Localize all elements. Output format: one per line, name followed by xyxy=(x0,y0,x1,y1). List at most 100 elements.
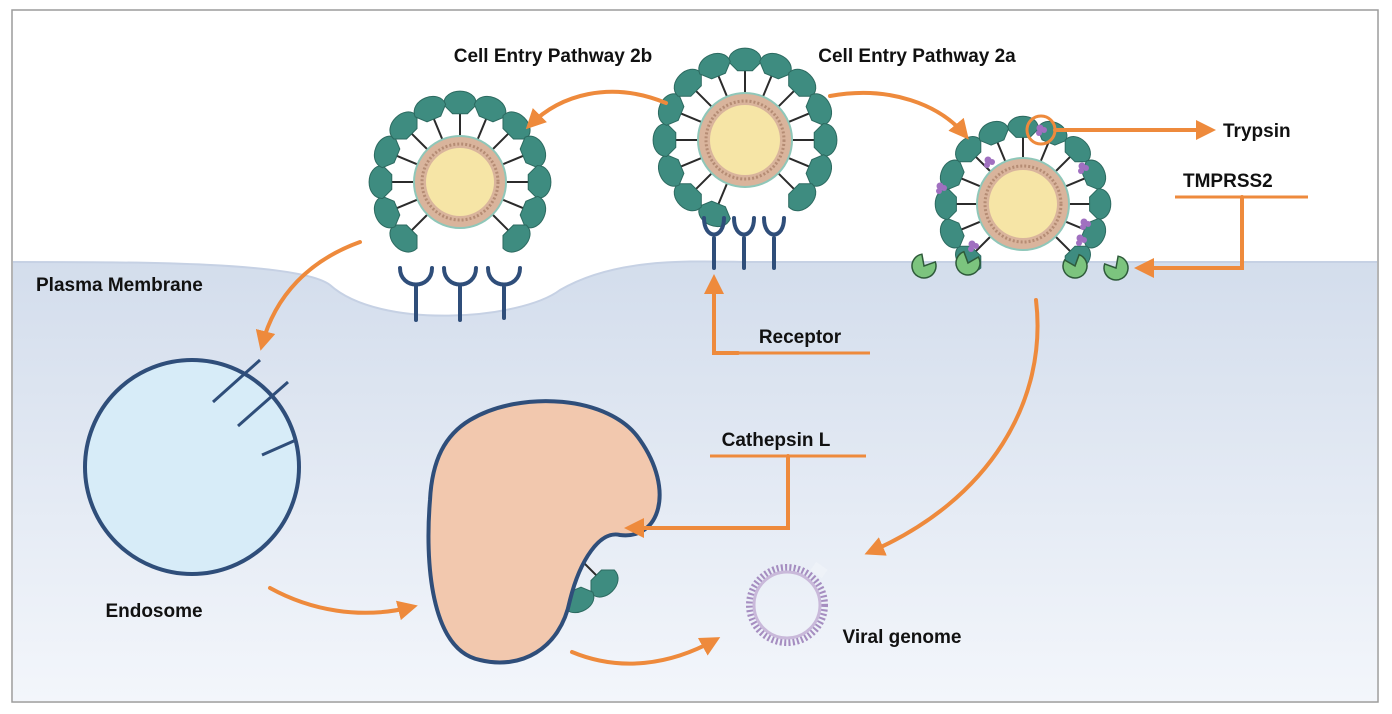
label-viral-genome: Viral genome xyxy=(843,627,962,648)
spike-head-icon xyxy=(502,224,531,253)
tmprss2-arrow xyxy=(1134,195,1244,278)
virion-ribbon xyxy=(420,142,500,222)
receptor-icon xyxy=(732,216,756,270)
arrows xyxy=(255,89,1040,666)
endosome-receptor-stalks xyxy=(212,358,297,457)
viral-genome xyxy=(746,561,828,646)
receptors-2a xyxy=(702,216,786,270)
arrow-to-2b xyxy=(525,89,668,130)
virion-core xyxy=(426,148,494,216)
cathepsin-callout xyxy=(624,454,866,538)
spike-head-icon xyxy=(590,569,619,598)
label-cathepsin-l: Cathepsin L xyxy=(722,430,831,451)
spike-head-icon xyxy=(673,68,702,97)
tmprss2-icon xyxy=(1062,253,1088,279)
label-endosome: Endosome xyxy=(105,601,202,622)
virion-ribbon xyxy=(983,164,1063,244)
trypsin-icon xyxy=(1081,237,1087,243)
trypsin-icon xyxy=(984,162,990,168)
spike-head-icon xyxy=(939,217,965,249)
receptor-icon xyxy=(398,266,434,322)
label-trypsin: Trypsin xyxy=(1223,121,1291,142)
trypsin-icon xyxy=(989,159,995,165)
spike-head-icon xyxy=(978,120,1010,146)
spike-head-icon xyxy=(519,195,547,229)
virion-pathway-2b xyxy=(368,90,552,253)
trypsin-icon xyxy=(1041,127,1047,133)
receptor-icon xyxy=(442,266,478,322)
spike-head-icon xyxy=(442,90,478,115)
genome-ring-inner xyxy=(752,570,822,640)
spike-head-icon xyxy=(652,122,677,158)
receptor-callout xyxy=(704,274,870,355)
trypsin-icon xyxy=(941,185,947,191)
spike-head-icon xyxy=(1064,136,1091,163)
cell-interior xyxy=(13,261,1377,701)
spike-head-icon xyxy=(373,195,401,229)
spike-head-icon xyxy=(759,52,792,80)
tmprss2-callout xyxy=(1134,195,1308,278)
spike-head-icon xyxy=(473,95,507,123)
trypsin-icon xyxy=(1078,168,1084,174)
spike-head-icon xyxy=(934,188,957,220)
label-receptor: Receptor xyxy=(759,327,842,348)
receptor-icon xyxy=(762,216,786,270)
label-tmprss2: TMPRSS2 xyxy=(1183,171,1273,192)
arrow-to-2a xyxy=(828,91,969,140)
spike-head-icon xyxy=(519,135,547,169)
virion-core xyxy=(989,170,1057,238)
spike-head-icon xyxy=(727,47,763,72)
trypsin-icon xyxy=(1085,221,1091,227)
trypsin-callout xyxy=(1025,114,1216,146)
spike-head-icon xyxy=(657,154,685,187)
label-pathway-2b: Cell Entry Pathway 2b xyxy=(454,46,653,67)
spike-head-icon xyxy=(788,68,817,97)
spike-head-icon xyxy=(1089,188,1112,220)
spike-head-icon xyxy=(413,95,447,123)
trypsin-icon xyxy=(936,188,942,194)
spike-head-icon xyxy=(673,183,702,212)
receptors-2b xyxy=(398,266,522,322)
trypsin-icon xyxy=(1036,130,1042,136)
spike-head-icon xyxy=(805,93,833,126)
trypsin-molecules xyxy=(936,124,1091,252)
arrow-endosome-to-lysosome xyxy=(268,586,418,621)
trypsin-icon xyxy=(968,246,974,252)
receptor-icon xyxy=(486,266,522,320)
tmprss2-icon xyxy=(1103,255,1129,281)
label-plasma-membrane: Plasma Membrane xyxy=(36,275,203,296)
tmprss2-icon xyxy=(955,250,981,276)
endosome-membrane xyxy=(83,358,301,576)
label-pathway-2a: Cell Entry Pathway 2a xyxy=(818,46,1016,67)
virion-top xyxy=(652,47,838,228)
cathepsin-arrow xyxy=(624,454,790,538)
arrow-lysosome-to-genome xyxy=(570,637,721,666)
spike-head-icon xyxy=(389,111,418,140)
trypsin-icon xyxy=(1080,224,1086,230)
spike-head-icon xyxy=(368,164,393,200)
receptor-arrow xyxy=(704,274,740,355)
spike-head-icon xyxy=(389,224,418,253)
spike-head-icon xyxy=(373,135,401,169)
trypsin-icon xyxy=(973,243,979,249)
spike-head-icon xyxy=(788,183,817,212)
virion-core xyxy=(710,105,780,175)
receptor-icon xyxy=(702,216,726,270)
arrow-to-endosome xyxy=(255,240,362,351)
spike-head-icon xyxy=(698,52,731,80)
plasma-membrane-line xyxy=(12,260,1377,317)
virion-ribbon xyxy=(704,99,786,181)
lysosome xyxy=(426,399,662,665)
arrow-2a-to-genome xyxy=(864,298,1040,556)
spike-head-icon xyxy=(527,164,552,200)
trypsin-icon xyxy=(1083,165,1089,171)
endosome xyxy=(83,358,301,576)
spike-head-icon xyxy=(813,122,838,158)
tmprss2-proteases xyxy=(911,250,1129,281)
tmprss2-icon xyxy=(911,253,937,279)
spike-head-icon xyxy=(805,154,833,187)
genome-gap xyxy=(810,561,828,579)
genome-ring xyxy=(746,564,828,646)
